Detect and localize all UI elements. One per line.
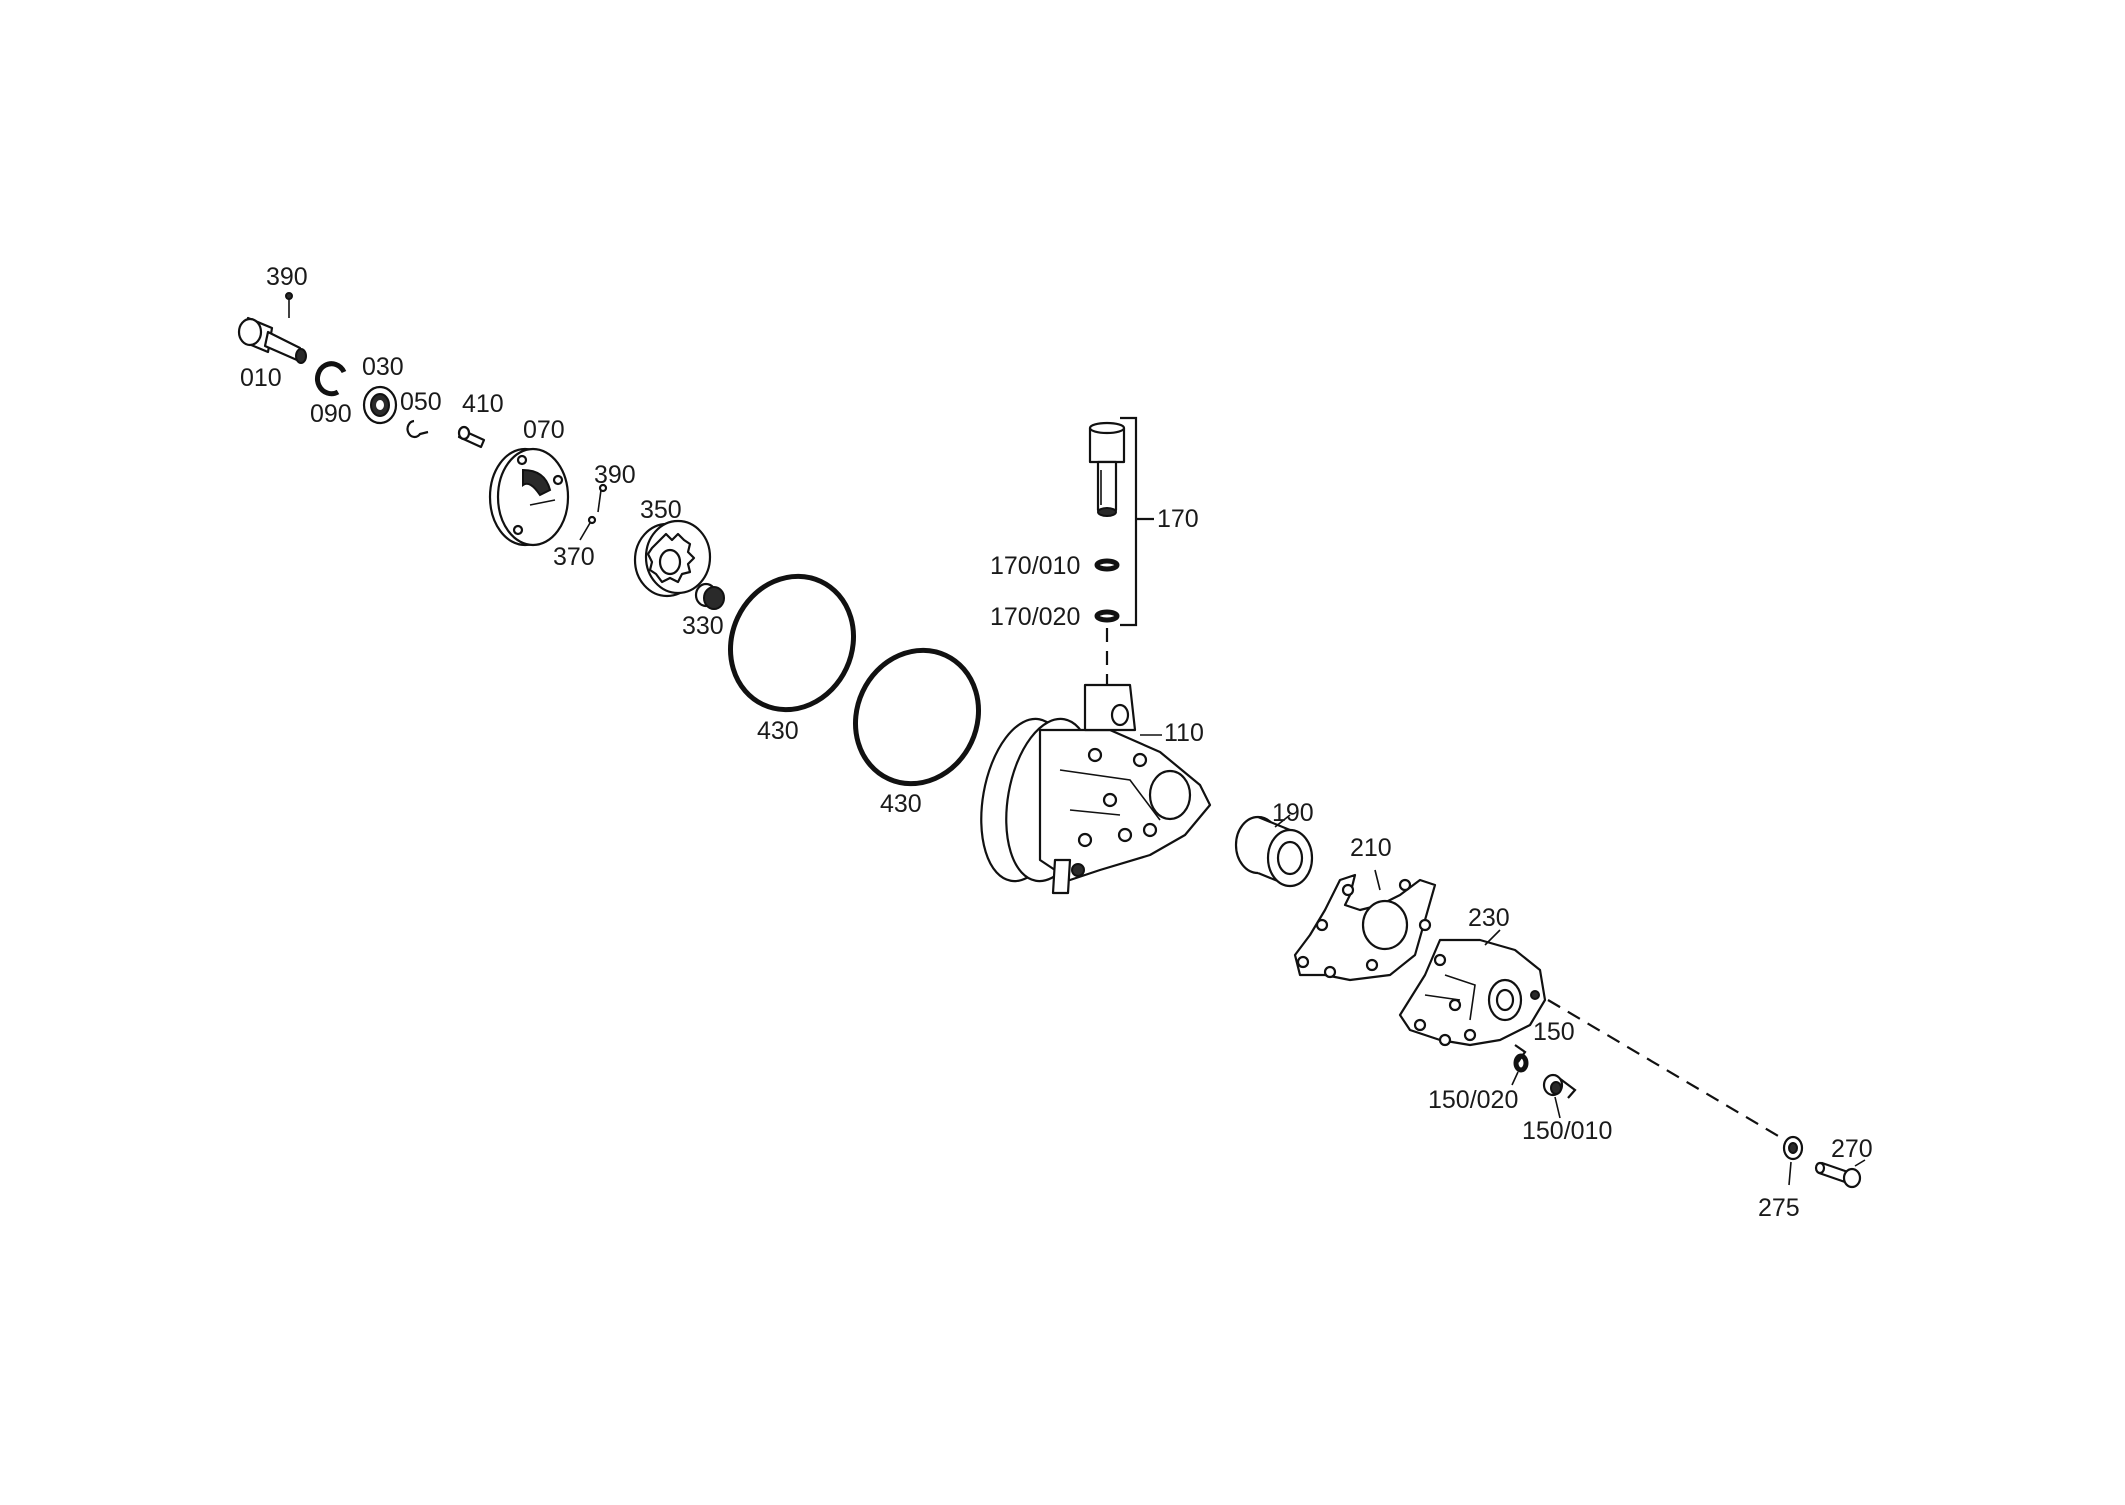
part-190-filter: [1234, 815, 1314, 888]
label-150-010: 150/010: [1522, 1117, 1612, 1145]
part-090-snap-ring: [315, 361, 347, 397]
part-230-rear-cover: [1398, 938, 1547, 1047]
part-030-bearing: [362, 385, 398, 425]
label-275: 275: [1758, 1194, 1800, 1222]
part-410-pin: [457, 425, 486, 449]
label-330: 330: [682, 612, 724, 640]
label-430-2: 430: [880, 790, 922, 818]
part-330-bushing: [694, 582, 725, 610]
label-170-020: 170/020: [990, 603, 1080, 631]
part-350-rotor: [633, 519, 712, 598]
part-150-020-seal: [1513, 1053, 1529, 1073]
label-110: 110: [1164, 719, 1204, 747]
part-275-washer: [1782, 1135, 1804, 1186]
label-190: 190: [1272, 799, 1314, 827]
label-390-2: 390: [594, 461, 636, 489]
part-210-gasket: [1293, 873, 1437, 982]
part-390-ball-2: [597, 483, 608, 513]
label-170: 170: [1157, 505, 1199, 533]
label-030: 030: [362, 353, 404, 381]
label-230: 230: [1468, 904, 1510, 932]
bracket-170: [1120, 416, 1154, 627]
label-170-010: 170/010: [990, 552, 1080, 580]
part-050-ring: [406, 419, 429, 439]
label-270: 270: [1831, 1135, 1873, 1163]
label-390: 390: [266, 263, 308, 291]
label-410: 410: [462, 390, 504, 418]
label-210: 210: [1350, 834, 1392, 862]
part-150-plug: [1511, 1044, 1577, 1119]
label-370: 370: [553, 543, 595, 571]
part-070-cover: [488, 447, 570, 547]
part-390-ball: [285, 292, 293, 318]
part-170-020-seal: [1094, 609, 1120, 623]
part-170-screw: [1088, 421, 1126, 517]
label-090: 090: [310, 400, 352, 428]
label-350: 350: [640, 496, 682, 524]
part-430-o-ring-2: [852, 647, 982, 787]
part-270-bolt: [1814, 1159, 1866, 1189]
label-010: 010: [240, 364, 282, 392]
part-430-o-ring-1: [727, 573, 857, 713]
label-150-020: 150/020: [1428, 1086, 1518, 1114]
label-050: 050: [400, 388, 442, 416]
part-110-pump-housing: [980, 683, 1212, 895]
leader-lines: [1140, 734, 1501, 946]
label-430: 430: [757, 717, 799, 745]
part-170-010-seal: [1094, 558, 1120, 572]
label-070: 070: [523, 416, 565, 444]
part-010-shaft: [237, 316, 307, 364]
part-370-ball: [579, 515, 597, 541]
label-150: 150: [1533, 1018, 1575, 1046]
